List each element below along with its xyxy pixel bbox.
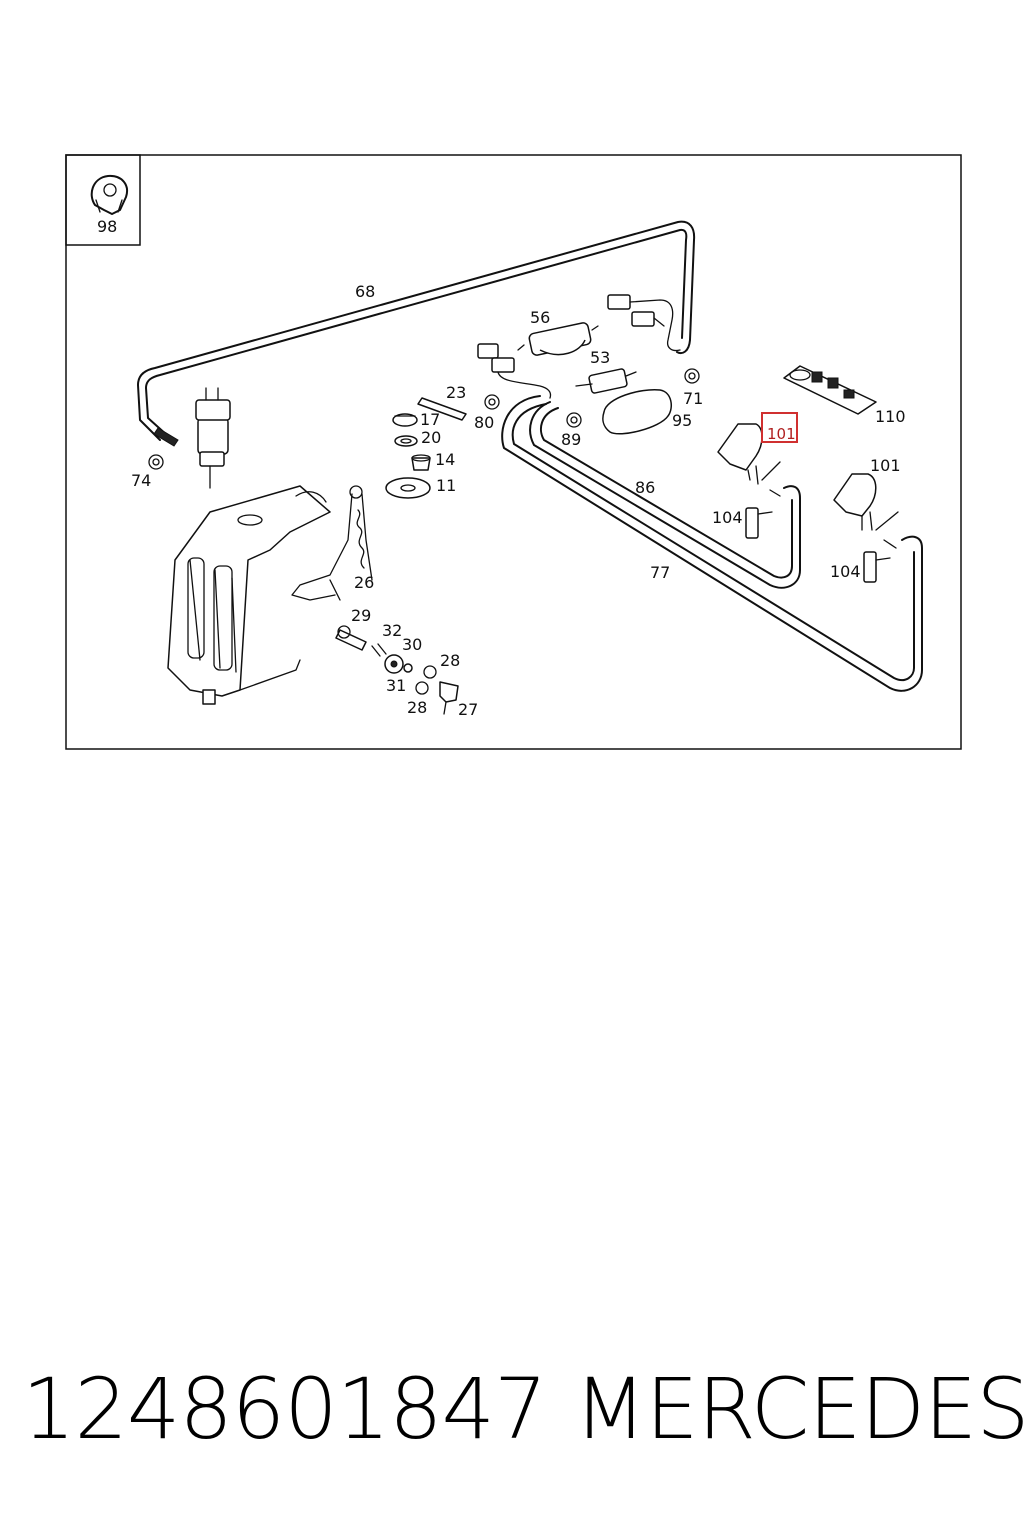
label-11: 11 [436, 476, 456, 495]
hose-77 [501, 395, 923, 692]
hose-68 [137, 220, 696, 441]
label-110: 110 [875, 407, 906, 426]
label-77: 77 [650, 563, 670, 582]
washer-nozzle-101-left [717, 423, 781, 539]
label-28: 28 [407, 698, 427, 717]
label-89: 89 [561, 430, 581, 449]
part-number: 1248601847 [22, 1360, 547, 1458]
parts-diagram: 98 68 56 53 23 80 89 95 71 110 101 101 1… [65, 154, 962, 750]
pump-53 [575, 368, 637, 394]
brand-name: MERCEDES [574, 1360, 1024, 1458]
level-sensor [291, 485, 373, 601]
clip-98-icon [90, 174, 128, 215]
label-31: 31 [386, 676, 406, 695]
label-68: 68 [355, 282, 375, 301]
label-80: 80 [474, 413, 494, 432]
label-28: 28 [440, 651, 460, 670]
washer-reservoir [167, 485, 331, 705]
clamp-80-icon [484, 394, 500, 410]
seal-20-icon [394, 435, 418, 447]
washer-nozzle-101-right [833, 473, 899, 583]
label-20: 20 [421, 428, 441, 447]
label-95: 95 [672, 411, 692, 430]
label-104: 104 [830, 562, 861, 581]
label-104: 104 [712, 508, 743, 527]
label-56: 56 [530, 308, 550, 327]
hose-86 [529, 401, 801, 589]
strip-23-icon [417, 397, 467, 421]
label-98: 98 [97, 217, 117, 236]
control-module-110 [783, 365, 877, 415]
label-86: 86 [635, 478, 655, 497]
label-30: 30 [402, 635, 422, 654]
pump-unit [153, 387, 231, 489]
highlight-box [761, 412, 798, 443]
label-53: 53 [590, 348, 610, 367]
filter-95 [602, 389, 673, 435]
label-32: 32 [382, 621, 402, 640]
clamp-74-icon [148, 454, 164, 470]
diagram-frame [65, 154, 962, 750]
pump-56 [517, 322, 599, 356]
clamp-89-icon [566, 412, 582, 428]
label-29: 29 [351, 606, 371, 625]
bottom-fittings [335, 625, 459, 715]
footer: 1248601847 MERCEDES [22, 1360, 1024, 1480]
label-26: 26 [354, 573, 374, 592]
inset-box [65, 154, 141, 246]
clamp-71-icon [684, 368, 700, 384]
label-17: 17 [420, 410, 440, 429]
label-71: 71 [683, 389, 703, 408]
connectors-top [477, 294, 681, 399]
label-74: 74 [131, 471, 151, 490]
label-14: 14 [435, 450, 455, 469]
label-101-highlighted: 101 [767, 425, 796, 443]
label-101: 101 [870, 456, 901, 475]
flange-11-icon [385, 477, 431, 499]
label-23: 23 [446, 383, 466, 402]
cap-17-icon [392, 413, 418, 427]
label-27: 27 [458, 700, 478, 719]
grommet-14-icon [411, 454, 431, 471]
